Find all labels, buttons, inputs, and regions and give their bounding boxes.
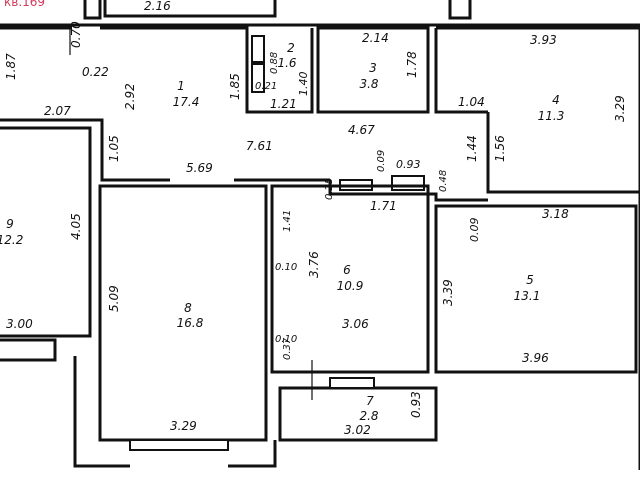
room-area: 13.1 bbox=[514, 289, 541, 303]
room-number: 7 bbox=[366, 394, 374, 408]
room-area: 10.9 bbox=[337, 279, 364, 293]
room-area: 1.6 bbox=[277, 56, 296, 70]
dimension-label: 3.29 bbox=[613, 95, 627, 122]
wall-room6 bbox=[270, 184, 430, 374]
dimension-label: 2.16 bbox=[144, 0, 171, 13]
dimension-label: 3.29 bbox=[170, 419, 197, 433]
room-area: 2.8 bbox=[359, 409, 378, 423]
room-area: 3.8 bbox=[359, 77, 378, 91]
wall-room5 bbox=[434, 204, 638, 374]
dimension-label: 0.37 bbox=[282, 337, 293, 360]
dimension-label: 2.07 bbox=[44, 104, 71, 118]
room-number: 5 bbox=[526, 273, 534, 287]
room-number: 4 bbox=[552, 93, 560, 107]
dimension-label: 3.02 bbox=[344, 423, 371, 437]
fixture-toilet bbox=[251, 63, 265, 93]
dimension-label: 1.71 bbox=[370, 199, 397, 213]
dimension-label: 2.14 bbox=[362, 31, 389, 45]
room-3: 3 3.8 bbox=[359, 61, 378, 91]
dimension-label: 3.18 bbox=[542, 207, 569, 221]
dimension-label: 7.61 bbox=[246, 139, 273, 153]
room-number: 6 bbox=[343, 263, 351, 277]
dimension-label: 2.92 bbox=[123, 83, 137, 110]
dimension-label: 0.93 bbox=[409, 391, 423, 418]
dimension-label: 0.88 bbox=[269, 52, 280, 74]
wall-outer-bottom bbox=[73, 356, 277, 468]
room-9: 9 12.2 bbox=[0, 217, 23, 247]
dimension-label: 0.21 bbox=[255, 81, 277, 92]
dimension-label: 1.44 bbox=[465, 135, 479, 162]
wall-room4 bbox=[434, 26, 640, 194]
room-8: 8 16.8 bbox=[177, 301, 204, 330]
wall-top-box bbox=[103, 0, 277, 18]
wall-top-left bbox=[83, 0, 102, 20]
room-7: 7 2.8 bbox=[359, 394, 378, 423]
room-1: 1 17.4 bbox=[173, 79, 200, 109]
room-area: 17.4 bbox=[173, 95, 200, 109]
wall-room3 bbox=[316, 26, 430, 114]
dimension-label: 1.56 bbox=[493, 135, 507, 162]
wall-room2 bbox=[245, 28, 314, 114]
room-number: 1 bbox=[177, 79, 185, 93]
dimension-label: 1.04 bbox=[458, 95, 485, 109]
dimension-label: 3.00 bbox=[6, 317, 33, 331]
stamp-text: кв.169 bbox=[4, 0, 45, 9]
room-4: 4 11.3 bbox=[538, 93, 565, 123]
window-room7 bbox=[329, 377, 375, 389]
dimension-label: 0.22 bbox=[82, 65, 109, 79]
dimension-label: 1.21 bbox=[270, 97, 297, 111]
wall-room9 bbox=[0, 126, 92, 338]
wall-top-right bbox=[448, 0, 472, 20]
wall-corridor-bottom bbox=[328, 180, 488, 202]
dimension-label: 1.87 bbox=[4, 53, 18, 80]
room-number: 2 bbox=[287, 41, 295, 55]
room-number: 8 bbox=[184, 301, 192, 315]
dimension-label: 4.67 bbox=[348, 123, 375, 137]
room-5: 5 13.1 bbox=[514, 273, 541, 303]
dimension-label: 0.25 bbox=[324, 178, 335, 200]
dimension-label: 3.76 bbox=[307, 251, 321, 278]
wall-room9-balcony bbox=[0, 338, 57, 362]
dimension-label: 3.39 bbox=[441, 279, 455, 306]
dimension-label: 1.78 bbox=[405, 51, 419, 78]
dimension-label: 0.09 bbox=[468, 218, 481, 243]
room-area: 12.2 bbox=[0, 233, 23, 247]
dimension-label: 1.41 bbox=[282, 210, 293, 232]
dimension-label: 0.10 bbox=[275, 262, 297, 273]
dimension-label: 3.96 bbox=[522, 351, 549, 365]
dimension-label: 0.48 bbox=[438, 170, 449, 192]
dimension-label: 1.40 bbox=[297, 72, 310, 97]
dimension-label: 3.93 bbox=[530, 33, 557, 47]
dimension-label: 4.05 bbox=[69, 213, 83, 240]
fixture-sink bbox=[251, 35, 265, 63]
dimension-label: 0.93 bbox=[396, 158, 421, 171]
dimension-label: 3.06 bbox=[342, 317, 369, 331]
window-room8 bbox=[129, 439, 229, 451]
dimension-label: 0.70 bbox=[69, 21, 83, 48]
dimension-label: 0.10 bbox=[275, 334, 297, 345]
fixture-shelf-b bbox=[391, 175, 425, 191]
room-number: 3 bbox=[369, 61, 377, 75]
wall-room7 bbox=[278, 386, 438, 442]
dimension-label: 0.09 bbox=[376, 150, 387, 172]
dimension-label: 5.09 bbox=[107, 285, 121, 312]
room-area: 16.8 bbox=[177, 316, 204, 330]
room-area: 11.3 bbox=[538, 109, 565, 123]
dimension-label: 5.69 bbox=[186, 161, 213, 175]
room-number: 9 bbox=[6, 217, 14, 231]
dimension-label: 1.05 bbox=[107, 135, 121, 162]
wall-room8 bbox=[98, 184, 268, 442]
room-2: 2 1.6 bbox=[277, 41, 296, 70]
room-6: 6 10.9 bbox=[337, 263, 364, 293]
dimension-label: 1.85 bbox=[228, 73, 242, 100]
